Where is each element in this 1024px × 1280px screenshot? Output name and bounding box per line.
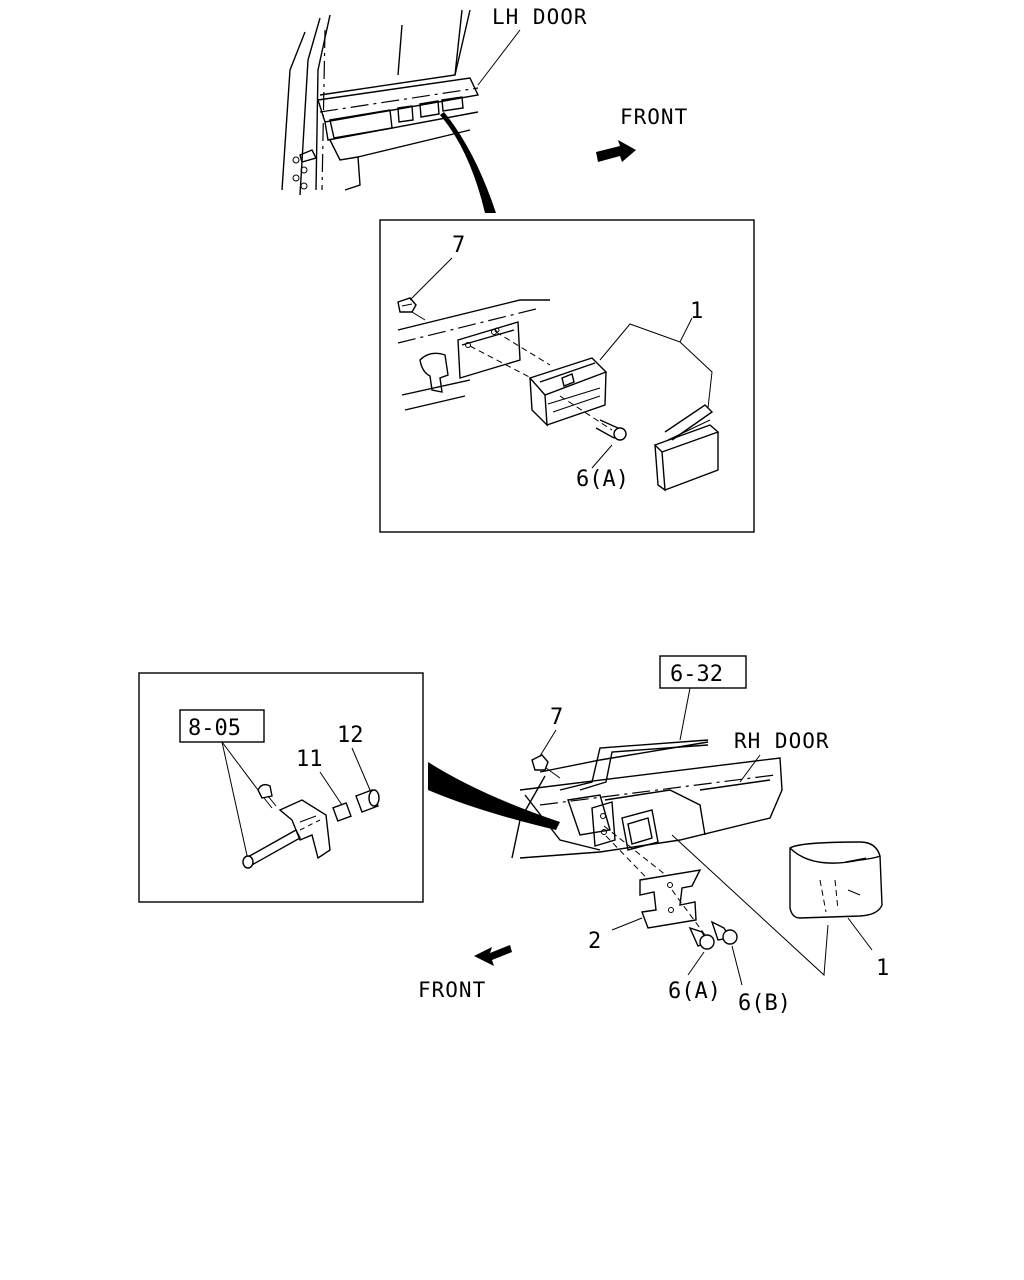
callout-11: 11 (296, 747, 323, 772)
ref-8-05-label: 8-05 (188, 716, 241, 741)
callout-6b-bottom: 6(B) (738, 991, 791, 1016)
front-arrow-top: FRONT (596, 105, 688, 162)
callout-7-bottom: 7 (550, 705, 563, 730)
rh-door-label: RH DOOR (734, 729, 830, 753)
front-arrow-icon-bottom (474, 945, 512, 966)
front-arrow-icon (596, 140, 636, 162)
front-label-bottom: FRONT (418, 978, 486, 1002)
callout-7-top: 7 (452, 233, 465, 258)
front-label-top: FRONT (620, 105, 688, 129)
callout-1-top: 1 (690, 299, 703, 324)
ref-6-32-label: 6-32 (670, 662, 723, 687)
lh-detail-box: 7 6(A) 1 (379, 219, 755, 533)
callout-6a-bottom: 6(A) (668, 979, 721, 1004)
callout-6a-top: 6(A) (576, 467, 629, 492)
callout-12: 12 (337, 723, 364, 748)
callout-1-bottom: 1 (876, 956, 889, 981)
callout-2: 2 (588, 929, 601, 954)
front-arrow-bottom: FRONT (418, 945, 512, 1002)
bulb-detail-box: 8-05 11 12 (138, 672, 424, 903)
pointer-to-rh-door (428, 762, 560, 830)
ref-box-6-32 (659, 655, 747, 689)
lh-door-overview: LH DOOR (281, 5, 588, 213)
rh-door-overview: 6-32 RH DOOR 7 2 (511, 655, 889, 1016)
lh-door-label: LH DOOR (492, 5, 588, 29)
